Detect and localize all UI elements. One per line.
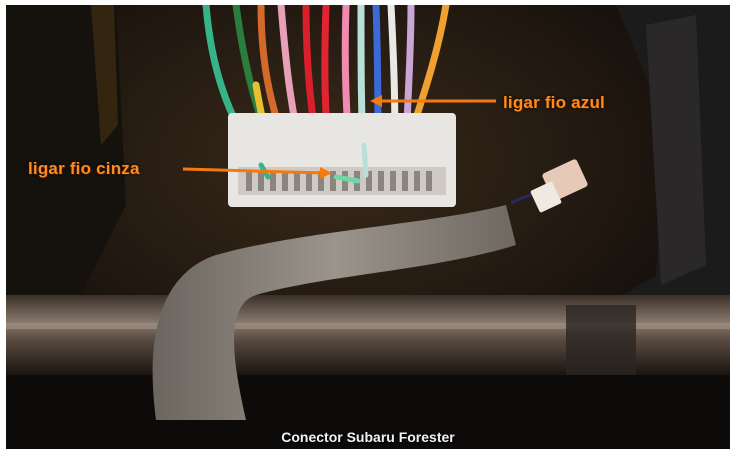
arrow-to-gray-wire [182, 167, 325, 175]
photo-frame: ligar fio azul ligar fio cinza Conector … [6, 5, 730, 449]
photo-caption: Conector Subaru Forester [281, 429, 455, 445]
blue-wire-label: ligar fio azul [503, 93, 605, 112]
gray-wire-label: ligar fio cinza [28, 159, 140, 178]
connector-photo [6, 5, 730, 449]
